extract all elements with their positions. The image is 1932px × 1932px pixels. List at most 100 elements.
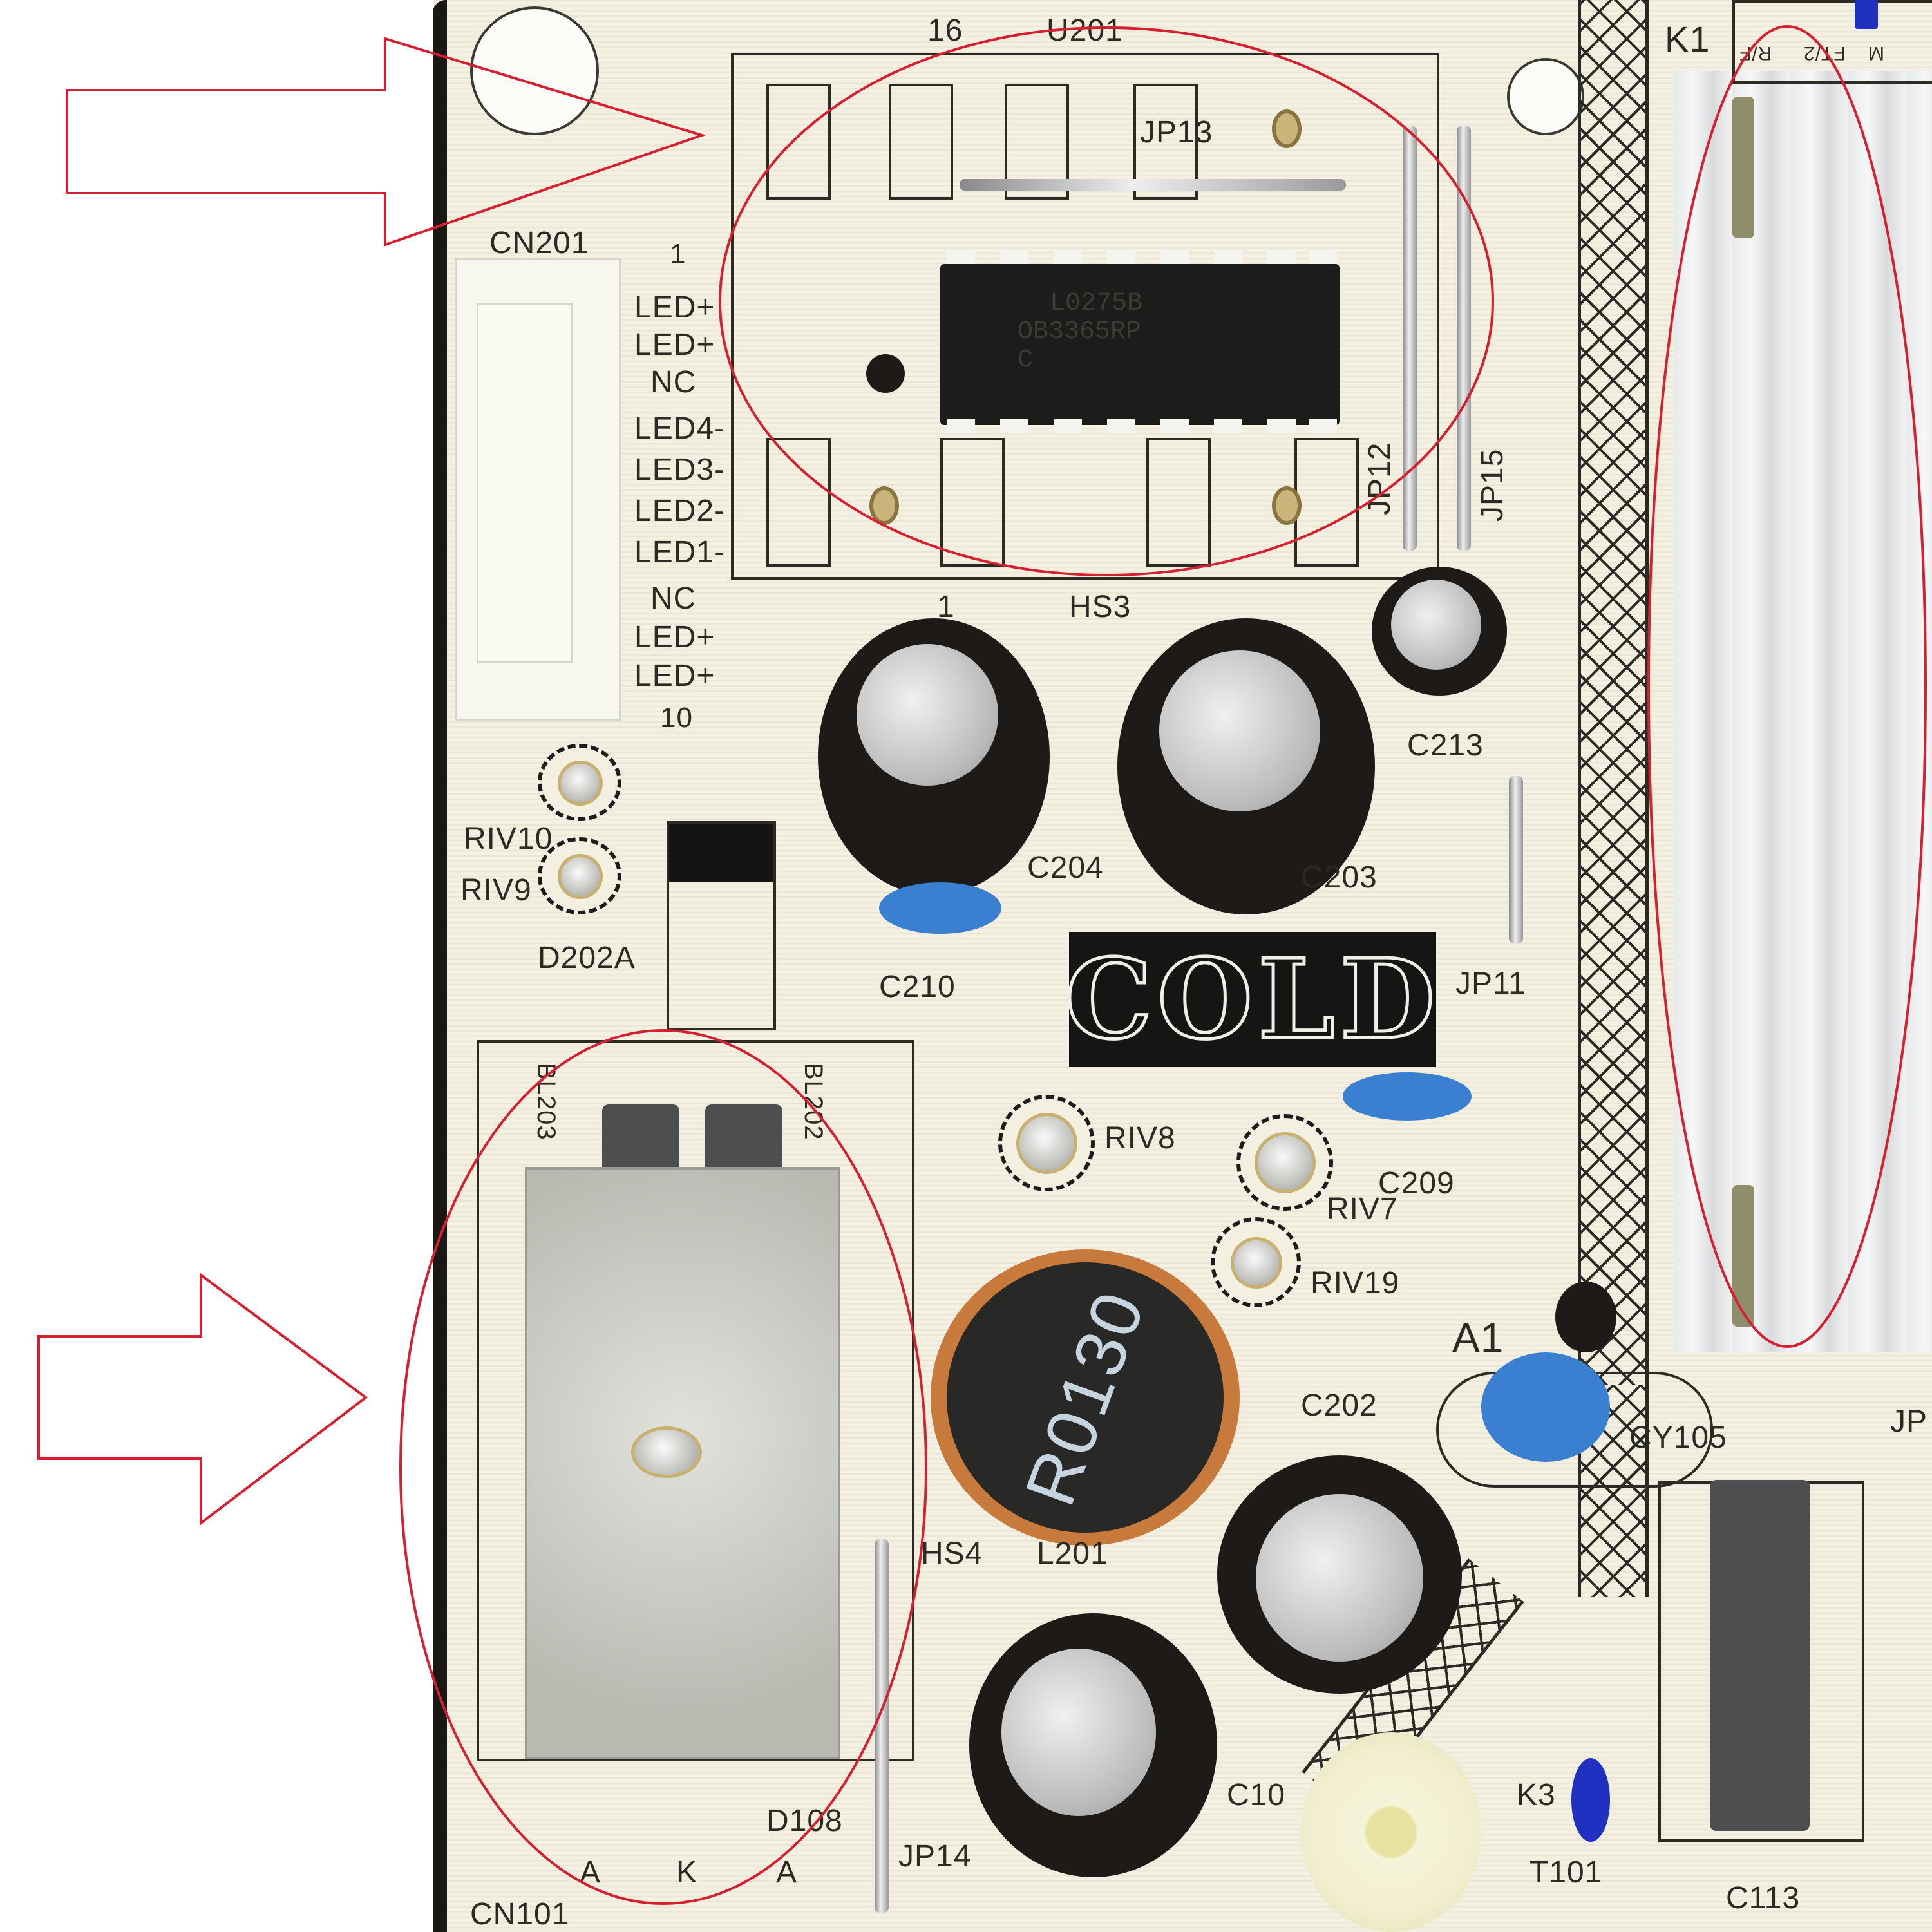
- u201-pin: [1214, 419, 1242, 433]
- u201-pin: [1160, 419, 1189, 433]
- d108-pin-a2: A: [776, 1855, 798, 1889]
- riv10-rivet: [538, 744, 621, 821]
- u201-pin16-label: 16: [927, 14, 963, 48]
- jp15-jumper[interactable]: [1457, 126, 1471, 551]
- u201-pin: [1267, 419, 1296, 433]
- d108-heatsink-screw: [631, 1426, 702, 1478]
- k1-label: K1: [1665, 19, 1710, 59]
- d108-pin-k: K: [676, 1855, 698, 1889]
- c209-capacitor: [1343, 1072, 1472, 1121]
- jp-partial-label: JP: [1890, 1405, 1928, 1439]
- c213-top: [1391, 580, 1481, 670]
- c213-label: C213: [1407, 728, 1484, 762]
- a1-label: A1: [1452, 1314, 1504, 1361]
- hs3-fin-2: [889, 84, 953, 200]
- u201-pin: [947, 250, 975, 264]
- cn201-pin-1: LED+: [634, 290, 715, 325]
- riv10-label: RIV10: [464, 822, 553, 856]
- k1-cell-m: M: [1868, 43, 1884, 64]
- cn201-pin-10: LED+: [634, 659, 715, 693]
- jp13-jumper[interactable]: [960, 179, 1346, 191]
- jp15-label: JP15: [1475, 448, 1510, 522]
- bl202-label: BL202: [799, 1063, 828, 1141]
- mount-hole-top-right: [1507, 58, 1584, 135]
- u201-pin: [1267, 250, 1296, 264]
- a1-hole: [1555, 1282, 1616, 1352]
- l201-label: L201: [1037, 1537, 1108, 1571]
- cn201-pin-5: LED3-: [634, 453, 726, 487]
- hs3-fin-7: [1146, 438, 1211, 567]
- l201-inductor: R0130: [931, 1249, 1240, 1546]
- cn201-pin1-label: 1: [670, 238, 687, 270]
- riv8-rivet: [998, 1095, 1095, 1191]
- u201-label: U201: [1046, 14, 1123, 48]
- riv9-label: RIV9: [460, 873, 532, 907]
- cn201-pin-2: LED+: [634, 328, 715, 362]
- jp14-label: JP14: [898, 1839, 972, 1873]
- l201-core: R0130: [947, 1262, 1224, 1533]
- cn201-pin-8: NC: [650, 582, 697, 616]
- cn201-pin-9: LED+: [634, 620, 715, 654]
- u201-pin: [1309, 250, 1337, 264]
- hs3-pad-bottom-right: [1272, 486, 1302, 525]
- u201-pin: [1107, 250, 1135, 264]
- ground-trace-vertical: [1578, 0, 1649, 1385]
- c10x-top: [1001, 1649, 1156, 1816]
- hs4-label: HS4: [921, 1537, 983, 1571]
- c203-top: [1159, 650, 1320, 811]
- c209-label: C209: [1378, 1166, 1455, 1200]
- c210-label: C210: [879, 970, 956, 1004]
- k3-label: K3: [1517, 1778, 1556, 1812]
- k1-clip-bottom: [1732, 1185, 1754, 1327]
- cn201-pin-7: LED1-: [634, 535, 726, 569]
- c204-label: C204: [1027, 851, 1104, 885]
- jp14-jumper[interactable]: [875, 1539, 889, 1913]
- d202a-diode-outline: [667, 821, 776, 1030]
- k1-heatsink: [1674, 71, 1932, 1352]
- t101-label: T101: [1530, 1855, 1603, 1889]
- c113-label: C113: [1726, 1881, 1801, 1915]
- riv7-label: RIV7: [1327, 1192, 1398, 1226]
- jp11-label: JP11: [1455, 967, 1526, 1001]
- cn201-pin10-label: 10: [660, 702, 693, 734]
- jp11-jumper[interactable]: [1509, 776, 1523, 943]
- mount-hole-top-left: [470, 6, 599, 135]
- u201-pin: [1000, 419, 1028, 433]
- cy105-label: CY105: [1629, 1421, 1727, 1455]
- d108-pin-a1: A: [580, 1855, 601, 1889]
- u201-pin1-dot: [866, 354, 905, 393]
- hs3-fin-1: [766, 84, 831, 200]
- c203-label: C203: [1301, 860, 1378, 895]
- riv9-rivet: [538, 837, 621, 914]
- hs3-pad-bottom-left: [869, 486, 899, 525]
- jp12-jumper[interactable]: [1403, 126, 1417, 551]
- k1-clip-top: [1732, 97, 1754, 238]
- riv19-label: RIV19: [1311, 1266, 1400, 1300]
- c202-label: C202: [1301, 1388, 1378, 1423]
- c210-capacitor: [879, 882, 1001, 934]
- jp12-label: JP12: [1363, 442, 1397, 515]
- blue-marker-top: [1855, 0, 1878, 29]
- cy105-capacitor: [1481, 1352, 1610, 1462]
- k1-cell-ft2: FT/2: [1803, 43, 1846, 64]
- riv19-rivet: [1211, 1217, 1301, 1307]
- u201-pin: [947, 419, 975, 433]
- u201-pin: [1054, 419, 1082, 433]
- cold-text: COLD: [1063, 934, 1441, 1066]
- bl203-label: BL203: [532, 1063, 560, 1141]
- u201-pin: [1054, 250, 1082, 264]
- t101-blue-marker: [1571, 1758, 1610, 1842]
- d202a-diode-band: [667, 821, 776, 882]
- arrow-bottom-icon: [37, 1273, 368, 1526]
- u201-pin: [1214, 250, 1242, 264]
- cn101-label: CN101: [470, 1897, 570, 1931]
- u201-pin: [1000, 250, 1028, 264]
- u201-pin: [1107, 419, 1135, 433]
- d108-label: D108: [766, 1804, 843, 1838]
- u201-ic: L0275B OB3365RP C: [940, 264, 1340, 425]
- u201-marking-2: OB3365RP: [1018, 317, 1142, 346]
- d202a-label: D202A: [538, 941, 636, 975]
- hs3-fin-6: [940, 438, 1005, 567]
- cn201-latch: [477, 303, 573, 663]
- riv7-rivet: [1236, 1114, 1333, 1211]
